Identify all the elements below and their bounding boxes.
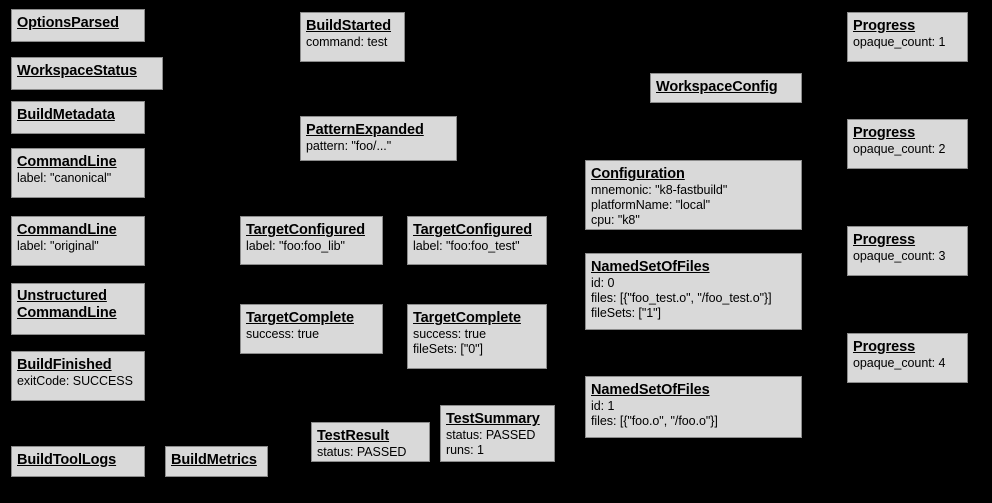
node-unstructured-command-line[interactable]: Unstructured CommandLine [11,283,145,335]
node-field: label: "canonical" [17,171,112,185]
node-field: fileSets: ["1"] [591,306,661,320]
node-title: TargetConfigured [413,222,532,238]
node-field: id: 0 [591,276,615,290]
node-title: TestSummary [446,411,540,427]
node-title: OptionsParsed [17,15,119,31]
node-title: WorkspaceStatus [17,63,137,79]
node-field: opaque_count: 4 [853,356,946,370]
node-field: status: PASSED [317,445,407,459]
node-field: command: test [306,35,388,49]
node-title: Progress [853,18,916,34]
node-field: mnemonic: "k8-fastbuild" [591,183,728,197]
node-build-tool-logs[interactable]: BuildToolLogs [11,446,145,477]
node-field: opaque_count: 3 [853,249,946,263]
node-field: opaque_count: 1 [853,35,946,49]
node-title: TargetComplete [246,310,354,326]
node-title: TargetConfigured [246,222,365,238]
node-title: NamedSetOfFiles [591,259,710,275]
node-field: label: "foo:foo_lib" [246,239,345,253]
node-build-metrics[interactable]: BuildMetrics [165,446,268,477]
node-title: WorkspaceConfig [656,79,778,95]
node-title: TargetComplete [413,310,521,326]
node-title: BuildMetadata [17,107,115,123]
node-title: BuildToolLogs [17,452,117,468]
node-title: Progress [853,339,916,355]
node-field: files: [{"foo_test.o", "/foo_test.o"}] [591,291,772,305]
node-title: Configuration [591,166,685,182]
node-title: BuildMetrics [171,452,257,468]
node-title: Unstructured CommandLine [17,288,117,321]
node-title: NamedSetOfFiles [591,382,710,398]
node-field: runs: 1 [446,443,484,457]
node-field: platformName: "local" [591,198,710,212]
node-title: Progress [853,125,916,141]
node-workspace-config[interactable]: WorkspaceConfig [650,73,802,103]
node-field: fileSets: ["0"] [413,342,483,356]
node-title: PatternExpanded [306,122,424,138]
node-field: id: 1 [591,399,615,413]
node-field: pattern: "foo/..." [306,139,392,153]
node-field: success: true [413,327,486,341]
node-options-parsed[interactable]: OptionsParsed [11,9,145,42]
node-workspace-status[interactable]: WorkspaceStatus [11,57,163,90]
node-field: success: true [246,327,319,341]
node-field: label: "foo:foo_test" [413,239,520,253]
node-title: TestResult [317,428,390,444]
node-title: CommandLine [17,222,117,238]
node-field: status: PASSED [446,428,536,442]
node-field: exitCode: SUCCESS [17,374,133,388]
node-field: label: "original" [17,239,99,253]
node-build-metadata[interactable]: BuildMetadata [11,101,145,134]
node-title: Progress [853,232,916,248]
node-title: BuildFinished [17,357,112,373]
node-field: opaque_count: 2 [853,142,946,156]
node-field: files: [{"foo.o", "/foo.o"}] [591,414,718,428]
node-field: cpu: "k8" [591,213,640,227]
node-title: CommandLine [17,154,117,170]
node-title: BuildStarted [306,18,392,34]
